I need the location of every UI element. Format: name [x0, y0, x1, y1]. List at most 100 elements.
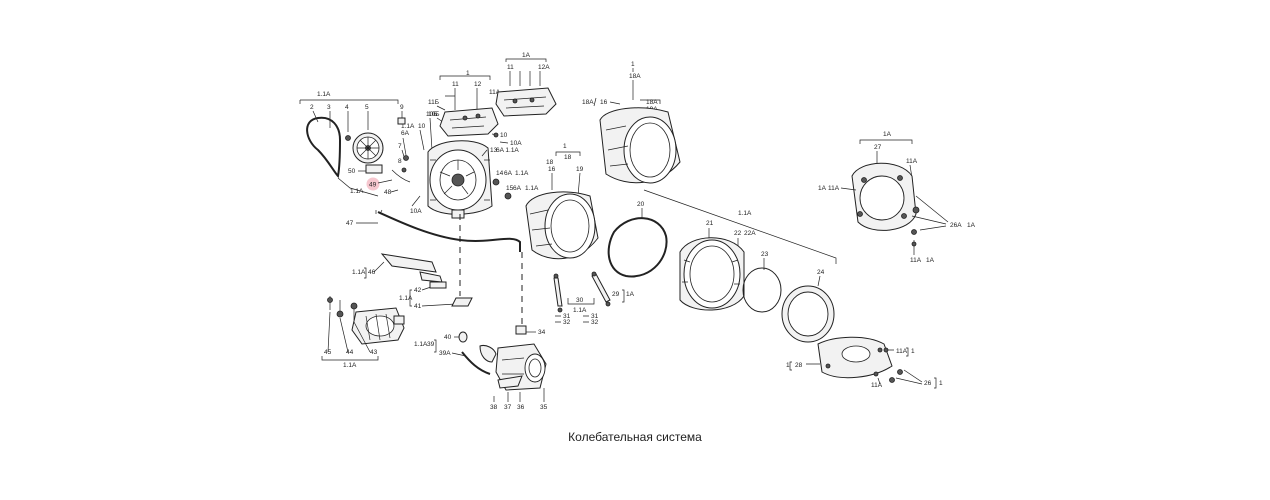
label-10-b: 10: [418, 123, 426, 130]
label-1-b: 1: [631, 61, 635, 68]
counterweight-lower: [495, 87, 557, 117]
label-20: 20: [637, 201, 645, 208]
label-1-1a-j: 1.1A: [573, 307, 587, 314]
label-22a: 22A: [744, 230, 756, 237]
label-1a-e: 1A: [926, 257, 935, 264]
label-5: 5: [365, 104, 369, 111]
label-1-1a-b: 1.1A: [350, 188, 364, 195]
label-41: 41: [414, 303, 422, 310]
label-31: 31: [563, 313, 571, 320]
sensor-34: [515, 325, 527, 335]
label-18a-b: 18A: [582, 99, 594, 106]
label-10b: 10Б: [428, 111, 440, 118]
label-46: 46: [368, 269, 376, 276]
front-tub-group: 1.1A 21 22 22A 23 24: [643, 189, 837, 343]
drum-middle-group: 1 18 18 16 19: [525, 143, 599, 260]
front-bracket-group: 1 28 11A 1 11A 26 1: [786, 336, 943, 389]
front-bracket-28: [817, 336, 893, 379]
drum-upper: [599, 107, 681, 184]
wiring-48: [391, 169, 411, 183]
label-10a-b: 10A: [410, 208, 422, 215]
drum-pulley: [352, 132, 384, 164]
highlight-marker: [366, 177, 380, 191]
counterweight-group: 1A 11 12A 11A: [489, 52, 557, 117]
label-26a: 26A: [950, 222, 962, 229]
label-22: 22: [734, 230, 742, 237]
label-35: 35: [540, 404, 548, 411]
motor-group: 45 44 43 1.1A: [321, 296, 405, 369]
label-11a-f: 11A: [871, 382, 883, 389]
label-14: 14: [496, 170, 504, 177]
label-1-1a-f: 1.1A: [352, 269, 366, 276]
clamp-46: [380, 253, 437, 273]
label-1a: 1A: [522, 52, 531, 59]
label-19: 19: [576, 166, 584, 173]
label-1-f: 1: [939, 380, 943, 387]
label-1-1a-e: 1.1A: [525, 185, 539, 192]
label-1-1a-g: 1.1A: [399, 295, 413, 302]
label-1-1a-c: 1.1A: [401, 123, 415, 130]
label-49[interactable]: 49: [369, 182, 377, 189]
pump-hose-39: [461, 351, 491, 375]
label-7: 7: [398, 143, 402, 150]
label-44: 44: [346, 349, 354, 356]
gasket-shock-group: 20 29 1A 30 1.1A 31 32 31 32: [553, 201, 668, 326]
label-9: 9: [400, 104, 404, 111]
label-6a-c: 6A: [513, 185, 522, 192]
counterweight-upper: [439, 107, 499, 137]
clip-42: [429, 281, 447, 289]
label-1-d: 1: [786, 362, 790, 369]
label-11a-b: 11A: [906, 158, 918, 165]
label-4: 4: [345, 104, 349, 111]
bracket-line: [643, 189, 837, 264]
front-panel-group: 1A 27 11A 1A 11A 26A 1A 11A 1A: [818, 131, 976, 264]
label-32: 32: [563, 319, 571, 326]
drum-middle: [525, 191, 599, 260]
label-11a: 11A: [489, 89, 501, 96]
label-13: 13: [490, 147, 498, 154]
label-30: 30: [576, 297, 584, 304]
filter-40: [458, 331, 468, 343]
label-37: 37: [504, 404, 512, 411]
part-9: [397, 117, 406, 125]
drain-pump: [495, 343, 547, 391]
tub-gasket-20: [607, 217, 668, 278]
label-18: 18: [546, 159, 554, 166]
label-47: 47: [346, 220, 354, 227]
door-seal-24: [781, 285, 835, 343]
label-21: 21: [706, 220, 714, 227]
label-36: 36: [517, 404, 525, 411]
label-3: 3: [327, 104, 331, 111]
label-42: 42: [414, 287, 422, 294]
label-2: 2: [310, 104, 314, 111]
label-1-1a-d: 1.1A: [515, 170, 529, 177]
front-panel-bracket: [851, 162, 917, 231]
label-34: 34: [538, 329, 546, 336]
label-1: 1: [466, 70, 470, 77]
label-1-1a: 1.1A: [317, 91, 331, 98]
label-38: 38: [490, 404, 498, 411]
label-10a: 10A: [510, 140, 522, 147]
label-12a: 12A: [538, 64, 550, 71]
label-1-1a-h: 1.1A: [343, 362, 357, 369]
label-39a: 39A: [439, 350, 451, 357]
label-1-1a-k: 1.1A: [738, 210, 752, 217]
label-1a-c: 1A: [818, 185, 827, 192]
diagram-caption: Колебательная система: [568, 430, 702, 444]
label-50: 50: [348, 168, 356, 175]
label-1a-d: 1A: [967, 222, 976, 229]
rear-tub-group: 1 11 12 11Б 10Б 10 10A 1.1A 6A 7 8 10 10…: [398, 70, 539, 219]
label-1-c: 1: [563, 143, 567, 150]
label-6a: 6A: [401, 130, 410, 137]
pulley-bolt: [345, 135, 351, 141]
rear-tub-half: [427, 140, 493, 219]
label-1-e: 1: [911, 348, 915, 355]
label-12: 12: [474, 81, 482, 88]
label-27: 27: [874, 144, 882, 151]
label-43: 43: [370, 349, 378, 356]
label-8: 8: [398, 158, 402, 165]
label-16-b: 16: [548, 166, 556, 173]
label-10: 10: [500, 132, 508, 139]
label-1a-f: 1A: [626, 291, 635, 298]
